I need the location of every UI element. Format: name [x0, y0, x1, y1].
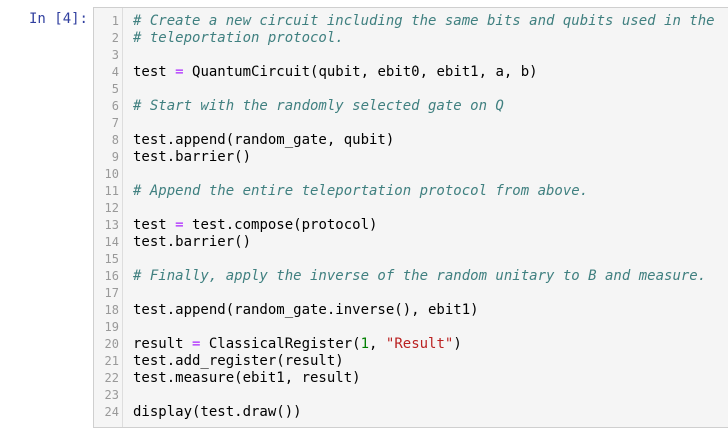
- code-token-str: "Result": [385, 336, 454, 352]
- code-text: test.add_register(result): [133, 353, 344, 370]
- line-number: 5: [111, 82, 119, 96]
- line-number: 6: [111, 99, 119, 113]
- code-token-text: QuantumCircuit(qubit, ebit0, ebit1, a, b…: [183, 64, 538, 80]
- code-line: 16 # Finally, apply the inverse of the ra…: [94, 268, 728, 285]
- line-number: 22: [104, 371, 119, 385]
- code-token-text: test.append(random_gate.inverse(), ebit1…: [133, 302, 479, 318]
- code-token-text: ,: [369, 336, 386, 352]
- code-line: 21 test.add_register(result): [94, 353, 728, 370]
- code-line: 5: [94, 81, 728, 98]
- code-line: 7: [94, 115, 728, 132]
- cell-prompt: In [4]:: [28, 11, 88, 27]
- line-number: 23: [104, 388, 119, 402]
- code-line: 18 test.append(random_gate.inverse(), ebi…: [94, 302, 728, 319]
- code-token-comment: # Finally, apply the inverse of the rand…: [133, 268, 707, 284]
- code-line: 20 result = ClassicalRegister(1, "Result"…: [94, 336, 728, 353]
- code-text: # Start with the randomly selected gate …: [133, 98, 504, 115]
- line-number: 11: [104, 184, 119, 198]
- line-number: 4: [111, 65, 119, 79]
- code-line: 17: [94, 285, 728, 302]
- line-number: 20: [104, 337, 119, 351]
- code-token-text: test: [133, 64, 176, 80]
- code-line: 4 test = QuantumCircuit(qubit, ebit0, ebi…: [94, 64, 728, 81]
- line-number: 17: [104, 286, 119, 300]
- code-token-text: ClassicalRegister(: [200, 336, 361, 352]
- code-line: 24 display(test.draw()): [94, 404, 728, 421]
- code-line: 2 # teleportation protocol.: [94, 30, 728, 47]
- line-number: 13: [104, 218, 119, 232]
- code-text: test.append(random_gate.inverse(), ebit1…: [133, 302, 479, 319]
- code-token-text: test: [133, 217, 176, 233]
- code-lines: 1 # Create a new circuit including the sa…: [94, 13, 728, 421]
- line-number: 10: [104, 167, 119, 181]
- line-number: 7: [111, 116, 119, 130]
- code-token-comment: # Create a new circuit including the sam…: [133, 13, 715, 29]
- code-text: test.append(random_gate, qubit): [133, 132, 394, 149]
- code-text: test = test.compose(protocol): [133, 217, 377, 234]
- code-text: # Create a new circuit including the sam…: [133, 13, 715, 30]
- code-line: 23: [94, 387, 728, 404]
- code-token-text: test.compose(protocol): [183, 217, 378, 233]
- code-line: 15: [94, 251, 728, 268]
- code-token-text: result: [133, 336, 193, 352]
- code-text: result = ClassicalRegister(1, "Result"): [133, 336, 462, 353]
- code-line: 6 # Start with the randomly selected gate…: [94, 98, 728, 115]
- code-token-text: test.barrier(): [133, 149, 252, 165]
- code-line: 8 test.append(random_gate, qubit): [94, 132, 728, 149]
- line-number: 2: [111, 31, 119, 45]
- code-line: 10: [94, 166, 728, 183]
- code-text: # teleportation protocol.: [133, 30, 344, 47]
- code-text: test.barrier(): [133, 234, 251, 251]
- code-text: test.measure(ebit1, result): [133, 370, 361, 387]
- code-token-text: test.measure(ebit1, result): [133, 370, 361, 386]
- code-cell-editor[interactable]: 1 # Create a new circuit including the sa…: [93, 7, 728, 428]
- line-number: 16: [104, 269, 119, 283]
- code-text: # Finally, apply the inverse of the rand…: [133, 268, 706, 285]
- code-token-num: 1: [360, 336, 370, 352]
- code-token-text: ): [453, 336, 462, 352]
- code-text: # Append the entire teleportation protoc…: [133, 183, 588, 200]
- code-text: test = QuantumCircuit(qubit, ebit0, ebit…: [133, 64, 538, 81]
- line-number: 3: [111, 48, 119, 62]
- code-token-text: display(test.draw()): [133, 404, 302, 420]
- line-number: 15: [104, 252, 119, 266]
- code-token-text: test.barrier(): [133, 234, 252, 250]
- code-token-op: =: [192, 336, 201, 352]
- code-token-text: test.add_register(result): [133, 353, 344, 369]
- code-line: 14 test.barrier(): [94, 234, 728, 251]
- line-number: 1: [111, 14, 119, 28]
- line-number: 18: [104, 303, 119, 317]
- line-number: 19: [104, 320, 119, 334]
- line-number: 8: [111, 133, 119, 147]
- code-line: 11 # Append the entire teleportation prot…: [94, 183, 728, 200]
- code-line: 13 test = test.compose(protocol): [94, 217, 728, 234]
- code-line: 19: [94, 319, 728, 336]
- code-token-comment: # Append the entire teleportation protoc…: [133, 183, 589, 199]
- code-line: 3: [94, 47, 728, 64]
- code-text: test.barrier(): [133, 149, 251, 166]
- code-line: 12: [94, 200, 728, 217]
- code-token-comment: # teleportation protocol.: [133, 30, 344, 46]
- code-token-op: =: [175, 64, 184, 80]
- code-token-op: =: [175, 217, 184, 233]
- code-line: 22 test.measure(ebit1, result): [94, 370, 728, 387]
- line-number: 24: [104, 405, 119, 419]
- line-number-gutter: [94, 8, 123, 427]
- code-line: 1 # Create a new circuit including the sa…: [94, 13, 728, 30]
- code-line: 9 test.barrier(): [94, 149, 728, 166]
- code-token-text: test.append(random_gate, qubit): [133, 132, 395, 148]
- line-number: 21: [104, 354, 119, 368]
- line-number: 9: [111, 150, 119, 164]
- line-number: 14: [104, 235, 119, 249]
- code-text: display(test.draw()): [133, 404, 302, 421]
- code-token-comment: # Start with the randomly selected gate …: [133, 98, 504, 114]
- line-number: 12: [104, 201, 119, 215]
